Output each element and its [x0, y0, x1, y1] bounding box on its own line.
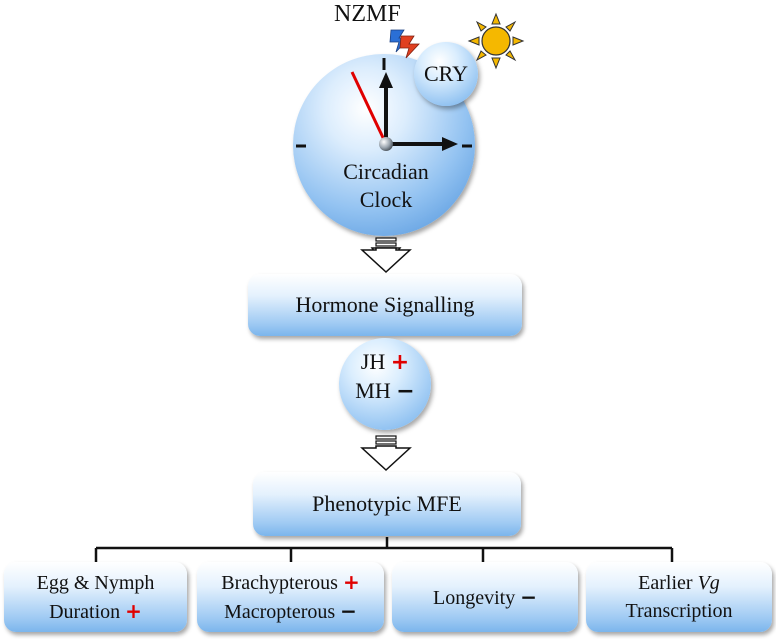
lightning-icon — [389, 29, 420, 59]
outcome-longevity: Longevity − — [392, 562, 578, 632]
jh-label: JH — [360, 349, 386, 374]
outcome-macropterous-row: Macropterous − — [221, 597, 359, 626]
clock-label-line1: Circadian — [343, 159, 429, 184]
clock-label-line2: Clock — [359, 187, 413, 212]
outcome-wing-morph: Brachypterous + Macropterous − — [197, 562, 384, 632]
outcome-duration-text: Duration — [49, 600, 121, 623]
cry-label: CRY — [423, 61, 469, 86]
hormone-circle-text: JH + MH − — [339, 348, 431, 406]
outcome-earlier-row: Earlier Vg — [625, 569, 732, 597]
mh-sign: − — [396, 379, 415, 404]
outcome-longevity-text: Longevity — [433, 586, 516, 609]
phenotypic-mfe-box: Phenotypic MFE — [253, 472, 521, 536]
mh-row: MH − — [339, 377, 431, 406]
outcome-macropterous-text: Macropterous — [224, 601, 336, 623]
outcome-vg-transcription: Earlier Vg Transcription — [586, 562, 772, 632]
jh-sign: + — [390, 350, 410, 375]
outcome-longevity-sign: − — [520, 584, 537, 609]
hormone-signalling-box: Hormone Signalling — [248, 274, 522, 336]
outcome-brachypterous-sign: + — [342, 570, 360, 594]
outcome-macropterous-sign: − — [340, 599, 357, 623]
phenotypic-mfe-label: Phenotypic MFE — [312, 491, 462, 516]
sun-icon — [467, 12, 525, 70]
outcome-duration-row: Duration + — [37, 597, 155, 626]
connector-bracket — [94, 537, 674, 562]
outcome-brachypterous-text: Brachypterous — [221, 572, 338, 594]
outcome-vg-text: Vg — [697, 572, 720, 594]
jh-row: JH + — [339, 348, 431, 377]
outcome-earlier-text: Earlier — [638, 572, 693, 594]
mh-label: MH — [355, 378, 391, 403]
outcome-egg-nymph-line1: Egg & Nymph — [36, 571, 155, 594]
outcome-egg-nymph-duration: Egg & Nymph Duration + — [4, 562, 187, 632]
block-arrow-icon — [360, 435, 412, 472]
outcome-duration-sign: + — [125, 598, 142, 623]
hormone-circle — [339, 338, 431, 430]
clock-label: Circadian Clock — [324, 158, 448, 214]
clock-hub — [379, 137, 393, 151]
outcome-brachypterous-row: Brachypterous + — [221, 568, 359, 597]
nzmf-label: NZMF — [334, 1, 401, 27]
clock-hand-second — [350, 71, 388, 145]
cry-circle — [414, 42, 478, 106]
clock-hand-hour-tip — [442, 137, 458, 151]
block-arrow-icon — [360, 237, 412, 274]
clock-hand-minute-tip — [379, 72, 393, 88]
hormone-signalling-label: Hormone Signalling — [295, 292, 475, 317]
outcome-transcription-text: Transcription — [625, 600, 733, 622]
